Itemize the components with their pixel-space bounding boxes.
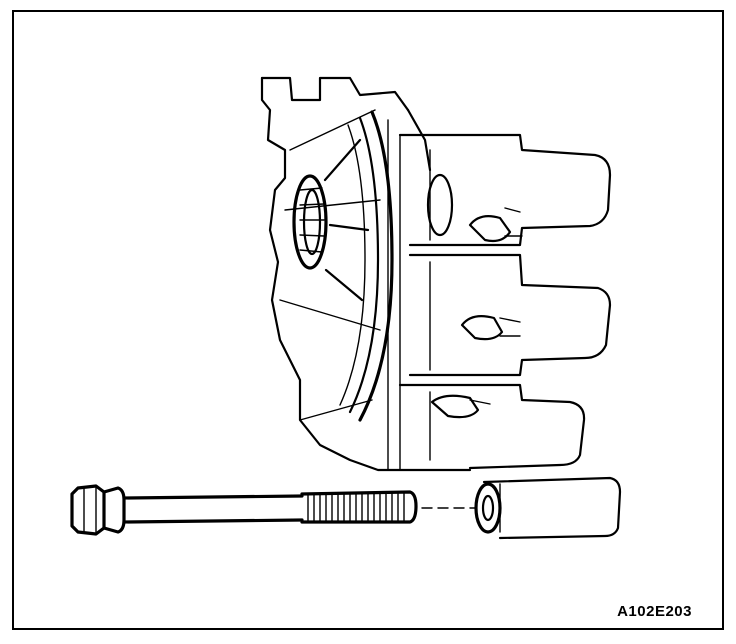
case-flange: [292, 110, 394, 422]
bolt: [70, 484, 418, 536]
transmission-case: [260, 76, 612, 472]
figure-reference-code: A102E203: [617, 603, 692, 620]
internal-components: [426, 173, 523, 419]
bolt-hole-boss: [474, 476, 622, 540]
